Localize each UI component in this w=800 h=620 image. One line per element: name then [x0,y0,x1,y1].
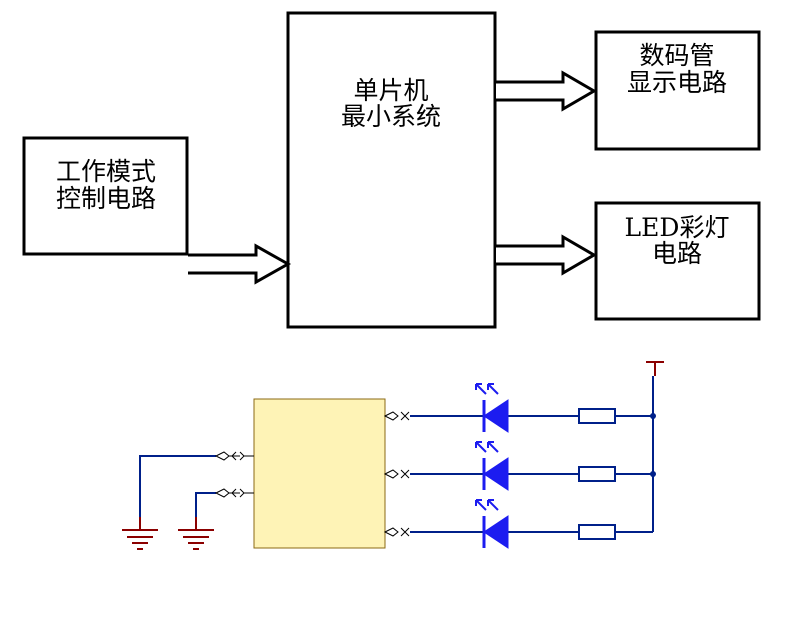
resistor-3 [578,524,616,540]
mcu-chip [253,398,386,549]
display-label-1: 数码管 [639,41,714,70]
led-2 [483,457,509,491]
arrow-mcu-to-led [496,234,597,276]
arrow-mode-to-mcu [188,243,292,285]
led-label-1: LED彩灯 [625,213,730,242]
led-block: LED彩灯 电路 [594,201,761,321]
mode-control-block: 工作模式 控制电路 [22,136,189,256]
ground-symbol-2 [178,517,214,550]
power-symbol [646,361,664,376]
led-channel-1 [383,383,653,433]
mcu-block: 单片机 最小系统 [286,11,497,329]
input-wire-1 [139,451,254,517]
resistor-1 [578,408,616,424]
display-block: 数码管 显示电路 [594,30,761,151]
led-channel-3 [383,499,653,549]
led-3 [483,515,509,549]
display-label-2: 显示电路 [627,68,727,97]
mcu-label-2: 最小系统 [341,102,441,131]
mcu-label-1: 单片机 [353,76,428,105]
arrow-mcu-to-display [496,70,597,112]
resistor-2 [578,466,616,482]
led-1 [483,399,509,433]
mode-control-label-1: 工作模式 [56,157,156,186]
ground-symbol-1 [122,517,158,550]
led-label-2: 电路 [652,239,702,268]
led-channel-2 [383,441,653,491]
input-wire-2 [195,488,254,517]
mode-control-label-2: 控制电路 [56,184,156,213]
